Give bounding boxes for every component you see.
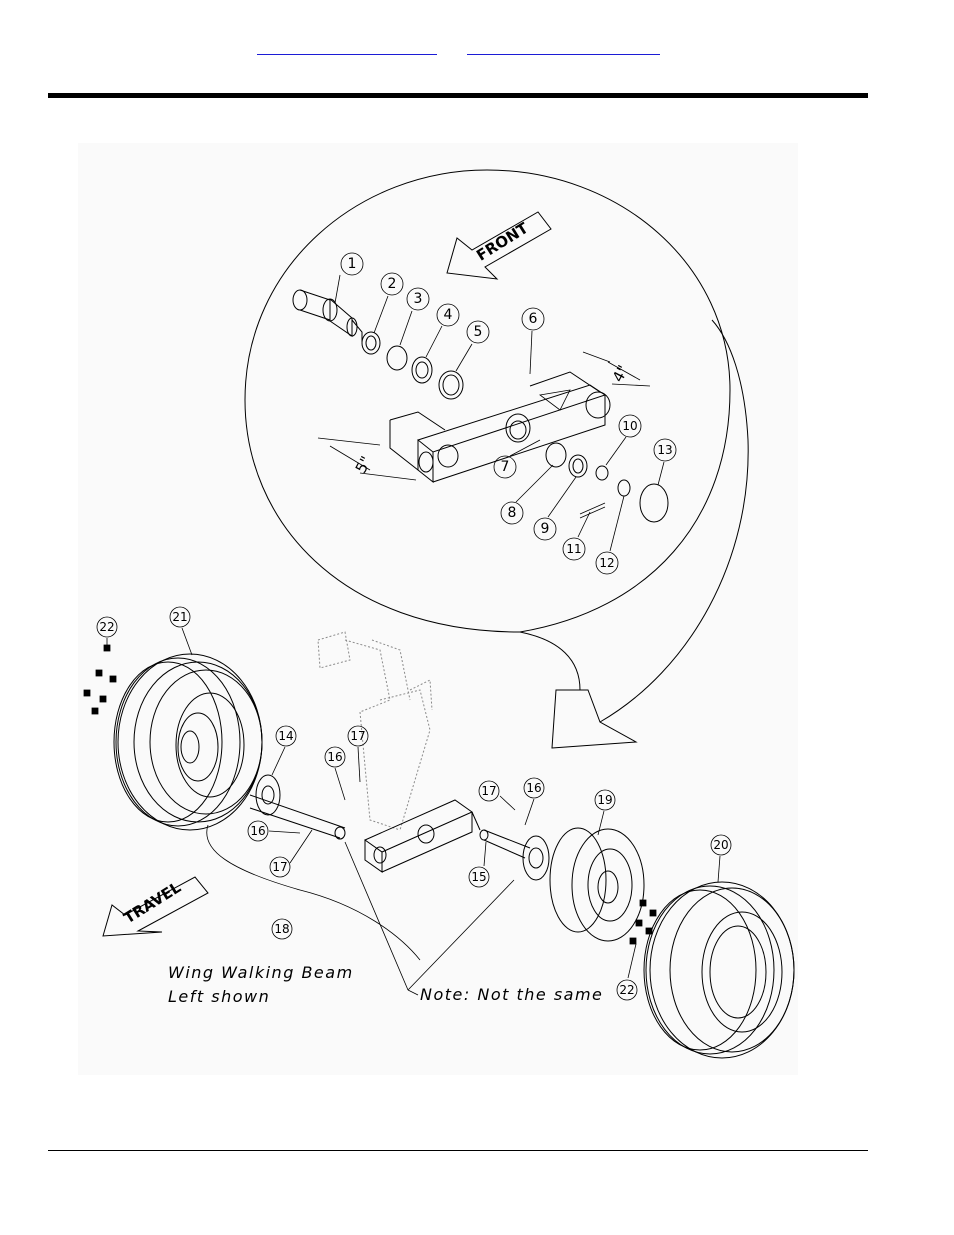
svg-text:12: 12 — [599, 556, 614, 570]
front-arrow-label: FRONT — [473, 219, 532, 265]
svg-text:22: 22 — [99, 620, 114, 634]
svg-text:17: 17 — [481, 784, 496, 798]
bracket-18 — [206, 824, 421, 961]
svg-text:22: 22 — [619, 983, 634, 997]
detail-bubble — [244, 169, 749, 749]
svg-text:8: 8 — [508, 505, 517, 521]
callout-4: 4 — [425, 303, 460, 358]
right-wheel-part-20 — [643, 881, 795, 1059]
callout-5: 5 — [455, 320, 490, 372]
assembly-title: Wing Walking Beam — [168, 963, 354, 982]
left-wheel-part-21 — [113, 653, 263, 831]
svg-text:16: 16 — [250, 824, 265, 838]
rim-part-19 — [549, 827, 645, 942]
assembly-note: Note: Not the same — [420, 985, 603, 1004]
callout-15: 15 — [468, 841, 490, 888]
lug-bolts-right — [629, 899, 657, 945]
dimension-5in: 5" — [317, 437, 417, 481]
svg-text:6: 6 — [529, 311, 538, 327]
callout-7: 7 — [493, 439, 541, 479]
dimension-5in-label: 5" — [352, 453, 376, 476]
callout-11: 11 — [562, 511, 591, 561]
header-link-right[interactable] — [467, 42, 660, 55]
dimension-4in-label: 4" — [609, 362, 633, 385]
lower-walking-beam — [363, 799, 481, 873]
outer-bearing-stack — [545, 442, 669, 523]
svg-text:9: 9 — [541, 521, 550, 537]
svg-text:14: 14 — [278, 729, 293, 743]
hub-bearing-stack — [361, 331, 464, 400]
callout-18: 18 — [271, 918, 293, 940]
travel-arrow: TRAVEL — [102, 876, 209, 937]
svg-text:17: 17 — [272, 860, 287, 874]
svg-text:21: 21 — [172, 610, 187, 624]
svg-text:5: 5 — [474, 324, 483, 340]
walking-beam-part-6 — [389, 371, 611, 484]
travel-arrow-label: TRAVEL — [121, 878, 185, 927]
callout-16c: 16 — [523, 777, 545, 826]
assembly-subtitle: Left shown — [168, 987, 270, 1006]
left-axle — [249, 774, 346, 840]
callout-10: 10 — [605, 414, 642, 466]
phantom-wing-frame — [317, 631, 433, 831]
callout-16b: 16 — [247, 820, 301, 842]
front-arrow: FRONT — [446, 211, 552, 280]
svg-text:16: 16 — [526, 781, 541, 795]
lug-bolts-left — [83, 644, 117, 715]
svg-text:15: 15 — [471, 870, 486, 884]
callouts: 1 2 3 4 5 6 7 8 9 10 11 12 13 14 15 16 1… — [96, 252, 732, 1001]
svg-text:13: 13 — [657, 443, 672, 457]
callout-8: 8 — [500, 464, 554, 525]
header-rule — [48, 93, 868, 98]
callout-22b: 22 — [616, 943, 638, 1001]
callout-22a: 22 — [96, 616, 118, 646]
svg-text:7: 7 — [501, 459, 510, 475]
note-leader-tail — [407, 989, 419, 996]
callout-17b: 17 — [269, 829, 313, 878]
callout-1: 1 — [334, 252, 364, 304]
callout-2: 2 — [373, 272, 404, 334]
callout-17c: 17 — [478, 780, 516, 811]
note-leader-left — [344, 841, 409, 991]
callout-19: 19 — [594, 789, 616, 836]
callout-14: 14 — [271, 725, 297, 776]
svg-text:16: 16 — [327, 750, 342, 764]
callout-12: 12 — [595, 495, 625, 575]
svg-text:4: 4 — [444, 307, 453, 323]
svg-text:11: 11 — [566, 542, 581, 556]
svg-text:10: 10 — [622, 419, 637, 433]
callout-16a: 16 — [324, 746, 346, 801]
dimension-4in: 4" — [582, 351, 651, 387]
spindle-part-1 — [292, 289, 363, 342]
header-links — [0, 42, 954, 56]
header-link-left[interactable] — [257, 42, 437, 55]
svg-text:3: 3 — [414, 291, 423, 307]
svg-text:20: 20 — [713, 838, 728, 852]
callout-17a: 17 — [347, 725, 369, 783]
callout-21: 21 — [169, 606, 193, 656]
svg-text:17: 17 — [350, 729, 365, 743]
parts-diagram-background — [78, 143, 798, 1075]
svg-text:18: 18 — [274, 922, 289, 936]
callout-3: 3 — [399, 287, 430, 346]
callout-6: 6 — [521, 307, 545, 375]
callout-13: 13 — [653, 438, 677, 486]
svg-text:1: 1 — [348, 256, 357, 272]
note-leader-right — [407, 879, 515, 991]
right-axle — [479, 829, 550, 881]
callout-9: 9 — [533, 476, 577, 541]
svg-text:19: 19 — [597, 793, 612, 807]
svg-text:2: 2 — [388, 276, 397, 292]
footer-rule — [48, 1150, 868, 1151]
callout-20: 20 — [710, 834, 732, 883]
